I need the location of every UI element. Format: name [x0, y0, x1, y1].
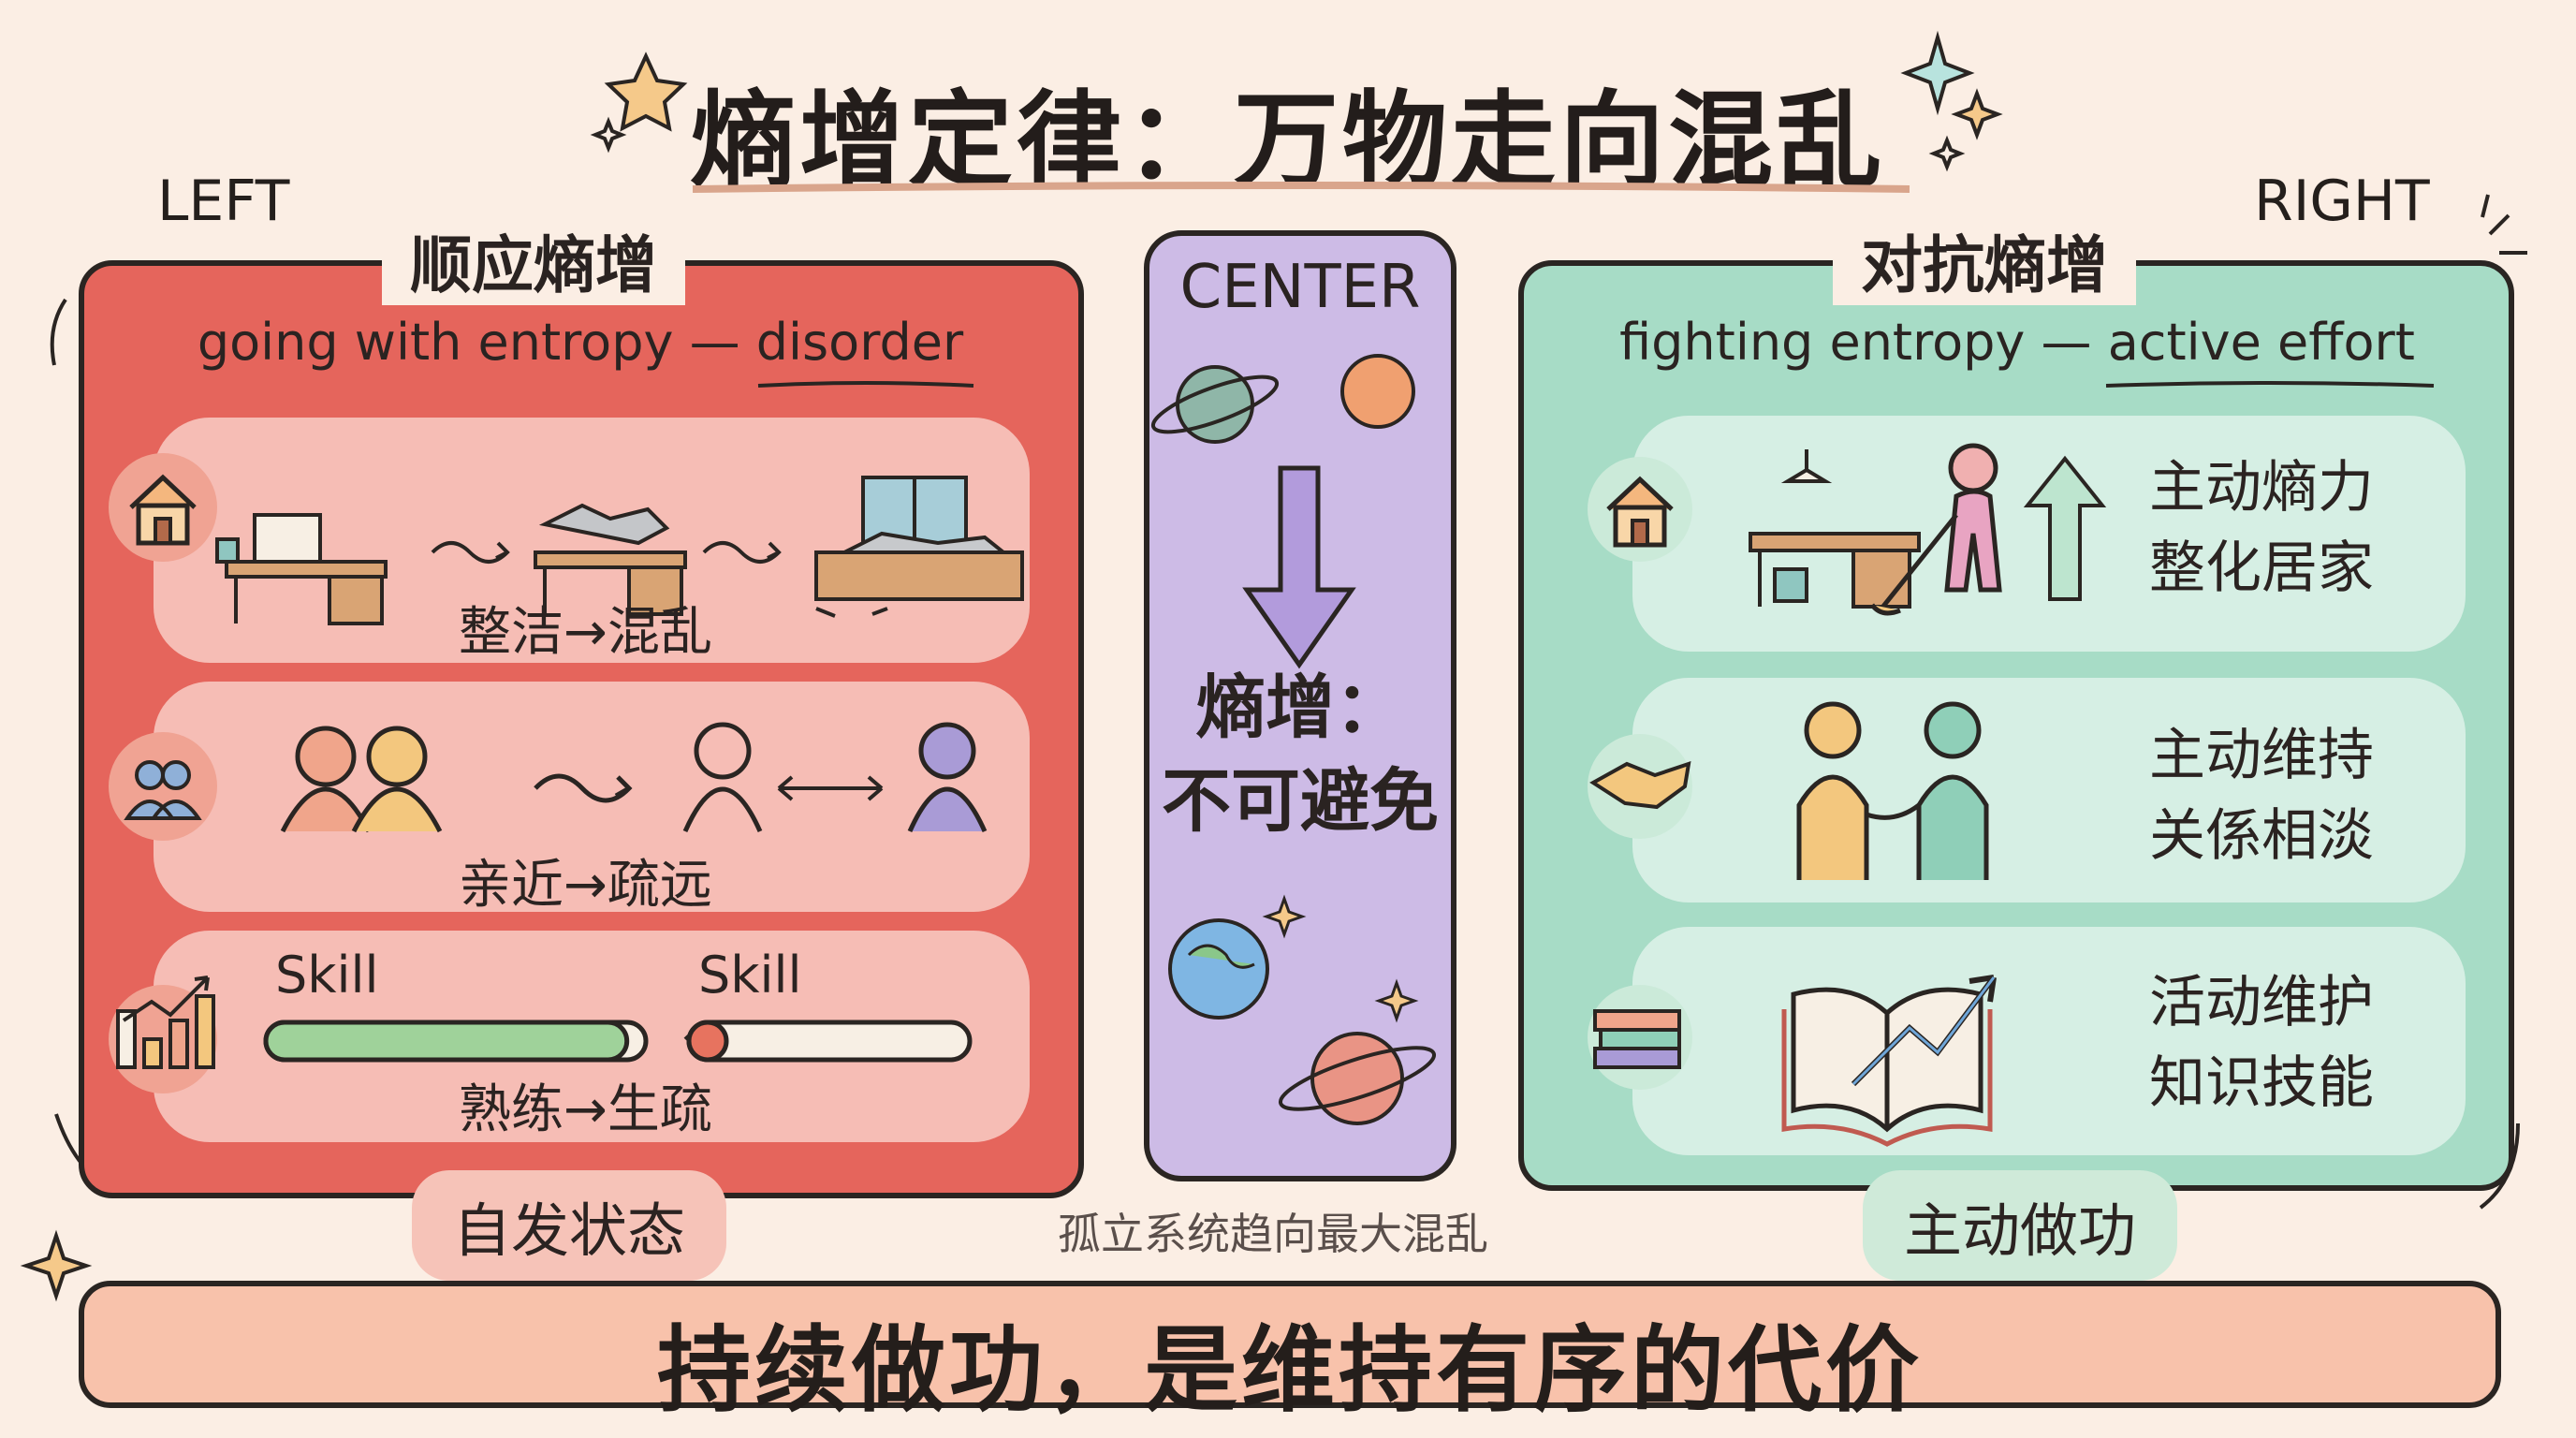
house-icon: [1606, 476, 1674, 548]
center-main-line2: 不可避免: [1162, 761, 1439, 842]
caption-skilled-to-rusty: 熟练→生疏: [459, 1079, 712, 1140]
right-row-knowledge: [1632, 927, 2466, 1155]
caption-close-to-distant: 亲近→疏远: [459, 855, 712, 916]
star-icon: [604, 51, 688, 132]
skill-label-after: Skill: [698, 946, 802, 1005]
wavy-arrow-icon: [702, 541, 782, 564]
caption-tidy-to-messy: 整洁→混乱: [459, 602, 712, 663]
skilled-to-rusty-illustration: [109, 976, 973, 1093]
close-to-distant-illustration: [109, 722, 988, 841]
sparkle-icon: [590, 116, 627, 154]
cleaning-illustration: [1588, 443, 2107, 616]
knowledge-illustration: [1588, 975, 1997, 1147]
person-green-icon: [1916, 701, 1989, 880]
skill-bar-full-fill: [263, 1020, 630, 1063]
distant-person-icon: [907, 722, 988, 833]
right-panel-heading: 对抗熵增: [1833, 215, 2136, 305]
center-illustrations: [1150, 354, 1437, 1125]
handshake-icon: [1589, 761, 1691, 810]
up-arrow-icon: [2023, 455, 2107, 601]
badge-active-work: 主动做功: [1863, 1170, 2178, 1281]
sparkle-icon: [1262, 894, 1307, 939]
center-main-line1: 熵增：: [1196, 668, 1404, 748]
emphasis-marks-icon: [2481, 194, 2527, 255]
handshake-illustration: [1588, 701, 1989, 880]
wavy-arrow-icon: [534, 773, 633, 803]
sparkle-icon: [1900, 30, 1975, 116]
title-underline: [692, 182, 1910, 193]
right-panel-subtitle: fighting entropy — active effort: [1619, 313, 2415, 372]
two-close-people-icon: [280, 726, 443, 833]
sparkle-icon: [1928, 135, 1966, 172]
subtitle-underline: [2105, 381, 2435, 388]
right-row-home-line1: 主动熵力: [2149, 455, 2374, 521]
right-row-home-line2: 整化居家: [2149, 536, 2374, 601]
right-row-relationship-line1: 主动维持: [2149, 723, 2374, 788]
left-panel-subtitle: going with entropy — disorder: [197, 313, 964, 372]
wavy-arrow-icon: [431, 541, 510, 564]
person-yellow-icon: [1796, 701, 1869, 880]
center-label: CENTER: [1179, 253, 1421, 322]
skill-label-before: Skill: [275, 946, 379, 1005]
people-icon: [124, 760, 202, 820]
saturn-icon: [1278, 1032, 1437, 1125]
tidy-to-messy-illustration: [109, 453, 1024, 625]
house-icon: [129, 474, 197, 546]
tidy-desk-icon: [215, 513, 388, 625]
panel-bracket-icon: [50, 298, 67, 366]
left-label: LEFT: [157, 169, 290, 234]
right-row-relationship: [1632, 678, 2466, 902]
skill-bar-low: [686, 1020, 973, 1063]
right-label: RIGHT: [2254, 169, 2430, 234]
down-arrow-icon: [1242, 465, 1356, 669]
planet-icon: [1340, 354, 1415, 429]
left-panel-heading: 顺应熵增: [382, 215, 685, 305]
planet-ring-icon: [1150, 365, 1280, 444]
right-row-knowledge-line2: 知识技能: [2149, 1050, 2374, 1116]
right-row-knowledge-line1: 活动维护: [2149, 970, 2374, 1035]
open-book-icon: [1781, 987, 1993, 1147]
double-arrow-icon: [777, 775, 884, 801]
sparkle-icon: [1951, 88, 2003, 140]
person-icon: [682, 722, 763, 833]
messy-desk-icon: [534, 503, 687, 616]
bar-chart-icon: [116, 976, 215, 1069]
bottom-banner-text: 持续做功，是维持有序的代价: [657, 1315, 1923, 1425]
earth-icon: [1168, 918, 1269, 1020]
center-footnote: 孤立系统趋向最大混乱: [1058, 1209, 1488, 1259]
bottom-banner: [79, 1281, 2501, 1408]
skill-bar-low-fill: [686, 1020, 729, 1063]
messy-bedroom-icon: [814, 476, 1024, 618]
sparkle-icon: [20, 1229, 93, 1302]
sparkle-icon: [1374, 978, 1419, 1023]
right-row-relationship-line2: 关係相淡: [2149, 803, 2374, 869]
book-stack-icon: [1593, 1009, 1681, 1069]
badge-spontaneous: 自发状态: [412, 1170, 727, 1281]
cleaning-person-icon: [1869, 443, 2002, 616]
desk-icon: [1749, 449, 1921, 609]
subtitle-underline: [757, 381, 974, 388]
